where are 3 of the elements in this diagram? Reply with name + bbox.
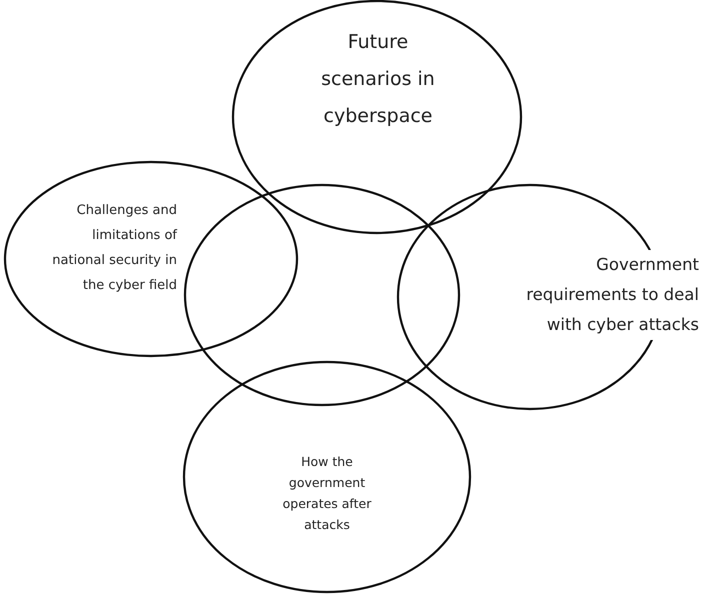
- circle-label: Challenges and limitations of national security in the cyber field: [51, 202, 177, 295]
- circle-label: Future scenarios in cyberspace: [320, 30, 436, 129]
- circle-label: How the government operates after attacks: [282, 453, 372, 534]
